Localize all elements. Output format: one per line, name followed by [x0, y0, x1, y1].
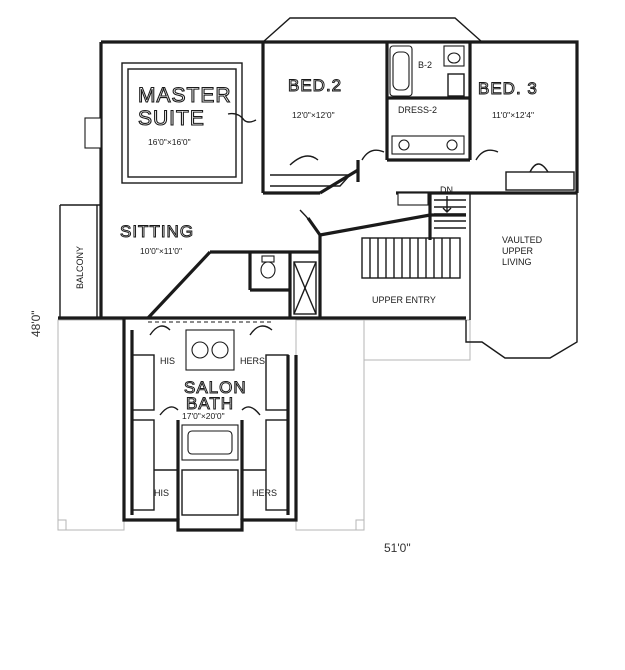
- bed3-size: 11'0"×12'4": [492, 110, 534, 120]
- interior-walls: [146, 42, 575, 320]
- salon-bath-walls: [122, 318, 298, 532]
- balcony-label: BALCONY: [75, 246, 85, 289]
- upper-entry-label: UPPER ENTRY: [372, 295, 436, 305]
- room-labels: MASTER SUITE 16'0"×16'0" BED.2 12'0"×12'…: [75, 60, 543, 498]
- exterior-walls: [58, 17, 579, 359]
- his-top-label: HIS: [160, 356, 175, 366]
- sitting-size: 10'0"×11'0": [140, 246, 182, 256]
- dress2-label: DRESS-2: [398, 105, 437, 115]
- depth-dimension: 48'0": [29, 310, 43, 337]
- b2-label: B-2: [418, 60, 432, 70]
- master-suite-label-line2: SUITE: [138, 107, 205, 130]
- salon-bath-label-line2: BATH: [186, 394, 234, 413]
- salon-bath-label-line1: SALON: [184, 378, 247, 397]
- overall-dimensions: 51'0" 48'0": [29, 310, 411, 555]
- door-swings: [149, 149, 549, 416]
- master-suite-size: 16'0"×16'0": [148, 137, 191, 147]
- dn-label: DN.: [440, 185, 456, 195]
- master-suite-tray-ceiling: [121, 62, 257, 184]
- his-bottom-label: HIS: [154, 488, 169, 498]
- toilet: [260, 255, 276, 279]
- master-suite-label-line1: MASTER: [138, 84, 232, 107]
- bed2-size: 12'0"×12'0": [292, 110, 335, 120]
- stairs: [361, 196, 466, 279]
- sitting-label: SITTING: [120, 222, 194, 241]
- bed3-label: BED. 3: [478, 79, 538, 98]
- bed2-label: BED.2: [288, 76, 342, 95]
- salon-bath-size: 17'0"×20'0": [182, 411, 225, 421]
- width-dimension: 51'0": [384, 541, 411, 555]
- vaulted-label-line2: UPPER: [502, 246, 534, 256]
- bath-2-fixtures: [387, 45, 470, 155]
- hers-bottom-label: HERS: [252, 488, 277, 498]
- vaulted-label-line3: LIVING: [502, 257, 532, 267]
- hers-top-label: HERS: [240, 356, 265, 366]
- lower-level-outline: [57, 319, 471, 531]
- vaulted-label-line1: VAULTED: [502, 235, 543, 245]
